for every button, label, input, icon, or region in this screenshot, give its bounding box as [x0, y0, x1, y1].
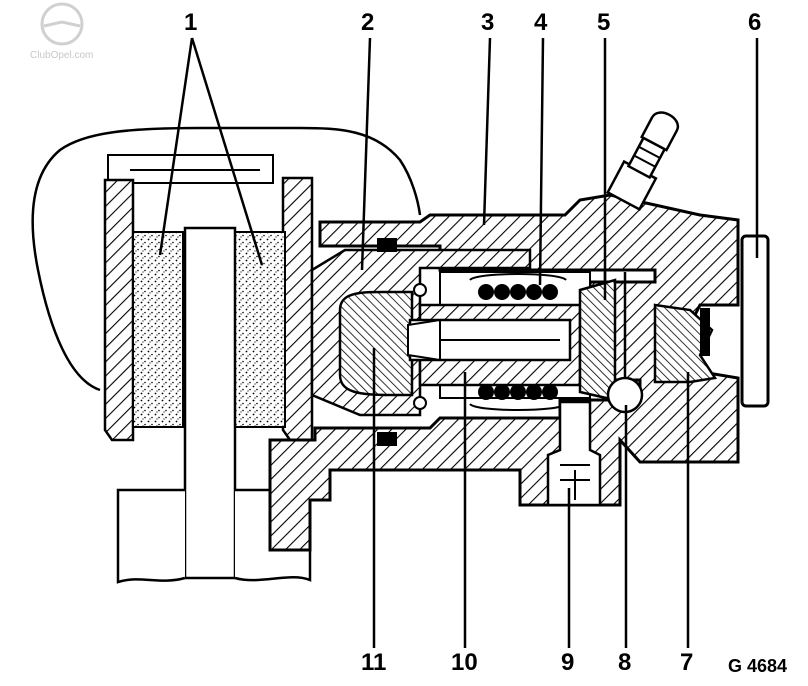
- o-ring-bottom: [377, 432, 397, 446]
- clutch-housing-outline: [31, 126, 422, 392]
- watermark-logo: ClubOpel.com: [30, 2, 93, 61]
- bleed-nipple: [605, 111, 680, 212]
- callout-7: 7: [680, 649, 693, 676]
- callout-4: 4: [534, 9, 548, 36]
- friction-lining-right: [234, 231, 286, 428]
- callout-1: 1: [184, 9, 197, 36]
- push-rod: [407, 303, 582, 387]
- hydraulic-line-connector: [740, 234, 770, 408]
- callout-6: 6: [748, 9, 761, 36]
- return-spring: [469, 273, 567, 411]
- o-ring-top: [377, 238, 397, 252]
- piston-inner-cup: [338, 290, 414, 397]
- watermark-text: ClubOpel.com: [30, 50, 93, 61]
- fluid-feed-fitting: [546, 400, 602, 507]
- callout-5: 5: [597, 9, 610, 36]
- callout-9: 9: [561, 649, 574, 676]
- circlip-top: [413, 283, 427, 297]
- callout-11: 11: [361, 649, 386, 676]
- callout-8: 8: [618, 649, 631, 676]
- callout-3: 3: [481, 9, 494, 36]
- seal-insert: [700, 308, 710, 356]
- callout-10: 10: [451, 649, 478, 676]
- friction-lining-left: [132, 231, 184, 428]
- valve-body: [578, 278, 617, 402]
- callout-2: 2: [361, 9, 374, 36]
- figure-code: G 4684: [728, 656, 787, 676]
- circlip-bottom: [413, 396, 427, 410]
- leader-lines: [158, 37, 759, 648]
